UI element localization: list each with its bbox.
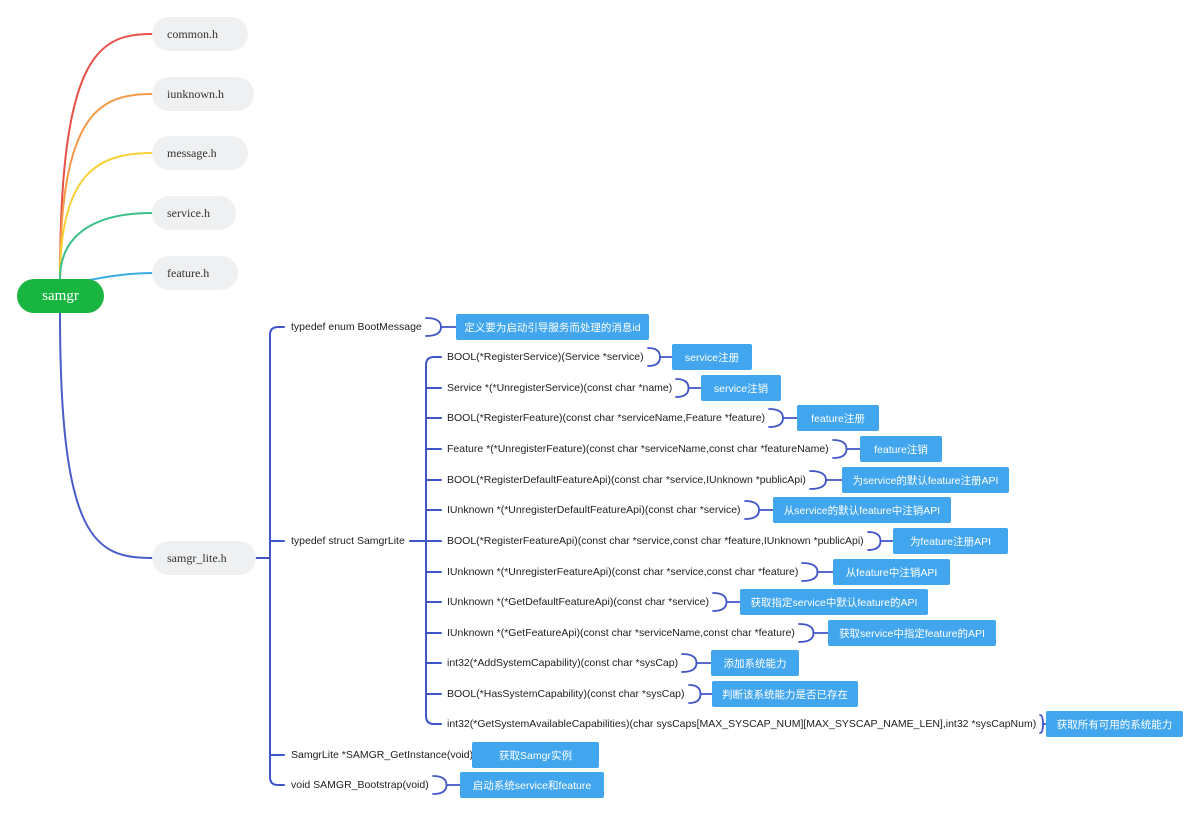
header-node-service-h[interactable]: service.h (152, 196, 236, 230)
root-branch-line (59, 212, 153, 280)
header-node-message-h[interactable]: message.h (152, 136, 248, 170)
struct-member-note[interactable]: 为service的默认feature注册API (842, 467, 1009, 493)
struct-member-label[interactable]: IUnknown *(*UnregisterDefaultFeatureApi)… (447, 504, 741, 516)
note-connector (809, 470, 827, 490)
note-connector (801, 562, 819, 582)
lite-item-note[interactable]: 定义要为启动引导服务而处理的消息id (456, 314, 649, 340)
lite-item-note[interactable]: 启动系统service和feature (460, 772, 604, 798)
struct-member-note[interactable]: 获取指定service中默认feature的API (740, 589, 928, 615)
struct-member-note[interactable]: 从feature中注销API (833, 559, 950, 585)
struct-branch-line (425, 356, 442, 366)
struct-member-label[interactable]: IUnknown *(*GetDefaultFeatureApi)(const … (447, 596, 710, 608)
struct-member-note[interactable]: 获取service中指定feature的API (828, 620, 996, 646)
struct-member-note[interactable]: 从service的默认feature中注销API (773, 497, 951, 523)
struct-member-note[interactable]: service注册 (672, 344, 752, 370)
lite-branch-line (269, 326, 285, 336)
note-connector (681, 653, 698, 673)
struct-member-label[interactable]: Service *(*UnregisterService)(const char… (447, 382, 673, 394)
header-node-common-h[interactable]: common.h (152, 17, 248, 51)
note-connector (425, 317, 442, 337)
header-node-iunknown-h[interactable]: iunknown.h (152, 77, 254, 111)
root-branch-line (59, 312, 153, 559)
struct-member-label[interactable]: BOOL(*HasSystemCapability)(const char *s… (447, 688, 685, 700)
struct-member-label[interactable]: BOOL(*RegisterService)(Service *service) (447, 351, 644, 363)
note-connector (688, 684, 702, 704)
struct-member-label[interactable]: IUnknown *(*GetFeatureApi)(const char *s… (447, 627, 795, 639)
note-connector (867, 531, 882, 551)
root-branch-line (59, 93, 153, 280)
struct-member-label[interactable]: IUnknown *(*UnregisterFeatureApi)(const … (447, 566, 799, 578)
note-connector (675, 378, 690, 398)
header-node-samgr-lite-h[interactable]: samgr_lite.h (152, 541, 256, 575)
struct-member-note[interactable]: 添加系统能力 (711, 650, 799, 676)
note-connector (647, 347, 661, 367)
lite-item-label[interactable]: SamgrLite *SAMGR_GetInstance(void) (291, 749, 474, 761)
note-connector (832, 439, 848, 459)
header-node-feature-h[interactable]: feature.h (152, 256, 238, 290)
lite-item-label[interactable]: typedef enum BootMessage (291, 321, 422, 333)
struct-member-note[interactable]: 为feature注册API (893, 528, 1008, 554)
struct-member-label[interactable]: BOOL(*RegisterFeatureApi)(const char *se… (447, 535, 864, 547)
struct-member-label[interactable]: int32(*AddSystemCapability)(const char *… (447, 657, 679, 669)
struct-member-note[interactable]: feature注销 (860, 436, 942, 462)
note-connector (744, 500, 760, 520)
struct-member-label[interactable]: BOOL(*RegisterDefaultFeatureApi)(const c… (447, 474, 806, 486)
lite-item-note[interactable]: 获取Samgr实例 (472, 742, 599, 768)
struct-member-label[interactable]: BOOL(*RegisterFeature)(const char *servi… (447, 412, 766, 424)
note-connector (432, 775, 448, 795)
struct-member-label[interactable]: Feature *(*UnregisterFeature)(const char… (447, 443, 829, 455)
note-connector (768, 408, 784, 428)
root-branch-line (59, 33, 153, 280)
lite-branch-line (269, 776, 285, 786)
struct-member-note[interactable]: feature注册 (797, 405, 879, 431)
struct-branch-line (425, 715, 442, 725)
root-node-samgr[interactable]: samgr (17, 279, 104, 313)
struct-member-note[interactable]: 获取所有可用的系统能力 (1046, 711, 1183, 737)
root-branch-line (59, 152, 153, 280)
lite-item-label[interactable]: void SAMGR_Bootstrap(void) (291, 779, 429, 791)
struct-member-note[interactable]: 判断该系统能力是否已存在 (712, 681, 858, 707)
note-connector (712, 592, 728, 612)
struct-member-label[interactable]: int32(*GetSystemAvailableCapabilities)(c… (447, 718, 1037, 730)
struct-member-note[interactable]: service注销 (701, 375, 781, 401)
lite-item-label[interactable]: typedef struct SamgrLite (291, 535, 405, 547)
note-connector (798, 623, 815, 643)
